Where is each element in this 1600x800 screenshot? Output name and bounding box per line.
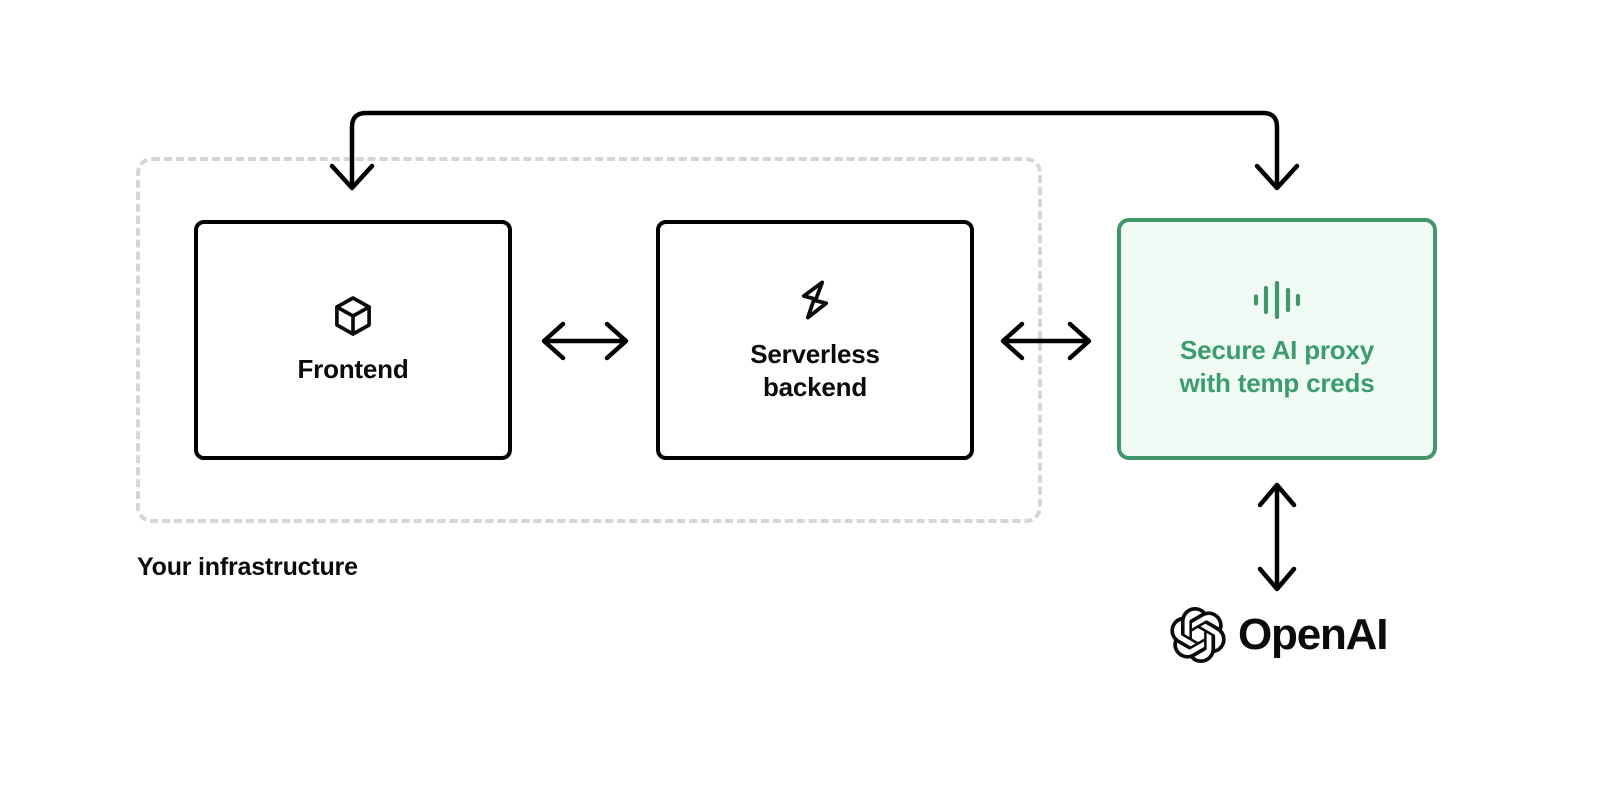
connector-frontend-backend	[541, 321, 629, 361]
lightning-bolt-icon	[791, 276, 839, 324]
node-serverless-backend[interactable]: Serverless backend	[656, 220, 974, 460]
openai-wordmark: OpenAI	[1238, 610, 1388, 659]
node-secure-ai-proxy-label: Secure AI proxy with temp creds	[1179, 334, 1375, 398]
connector-proxy-openai	[1257, 482, 1297, 592]
cube-icon	[330, 293, 376, 339]
openai-lockup: OpenAI	[1170, 607, 1388, 664]
node-frontend-label: Frontend	[297, 354, 409, 385]
connector-overhead-bus	[329, 110, 1300, 191]
audio-waveform-icon	[1251, 278, 1303, 322]
infrastructure-boundary-label: Your infrastructure	[137, 553, 358, 581]
node-frontend[interactable]: Frontend	[194, 220, 512, 460]
openai-logo-icon	[1170, 607, 1226, 664]
node-secure-ai-proxy[interactable]: Secure AI proxy with temp creds	[1117, 218, 1437, 460]
node-serverless-backend-label: Serverless backend	[750, 338, 880, 402]
connector-backend-proxy	[1000, 321, 1092, 361]
